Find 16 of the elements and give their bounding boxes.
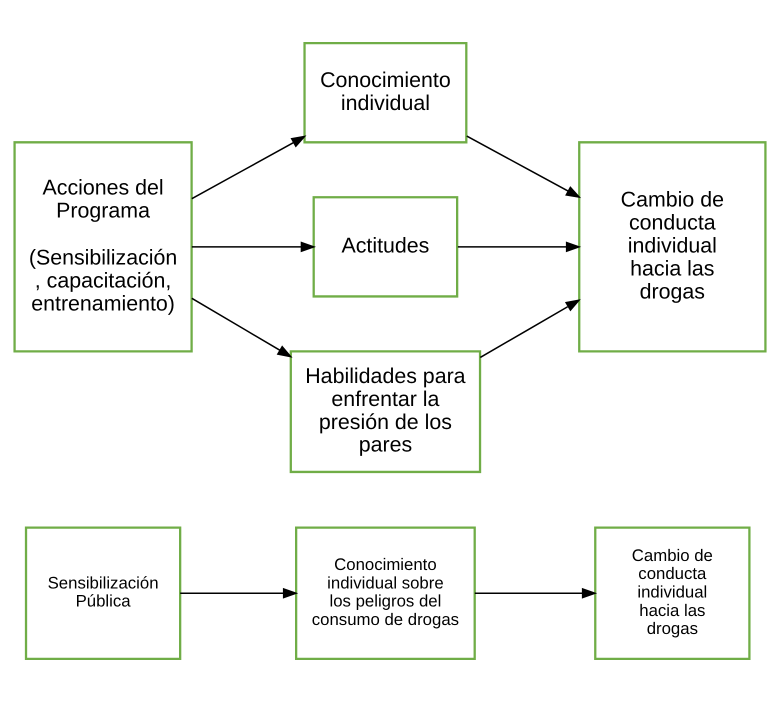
node-box: Cambio de conducta individual hacia las drogas — [578, 141, 767, 353]
arrow — [191, 298, 293, 358]
arrow — [466, 135, 582, 198]
node-box: Sensibilización Pública — [24, 526, 182, 660]
arrow — [180, 588, 298, 599]
node-box: Acciones del Programa (Sensibilización, capacitación, entrenamiento) — [13, 141, 193, 353]
arrow — [480, 299, 581, 358]
node-box: Cambio de conducta individual hacia las drogas — [594, 526, 751, 660]
node-box: Conocimiento individual sobre los peligros del consumo de drogas — [295, 526, 476, 660]
arrow — [192, 242, 316, 252]
arrow — [474, 588, 598, 599]
arrow — [191, 135, 306, 200]
node-box: Conocimiento individual — [303, 42, 468, 144]
arrow — [458, 242, 582, 252]
node-box: Actitudes — [312, 196, 458, 298]
node-box: Habilidades para enfrentar la presión de los pares — [290, 350, 482, 474]
